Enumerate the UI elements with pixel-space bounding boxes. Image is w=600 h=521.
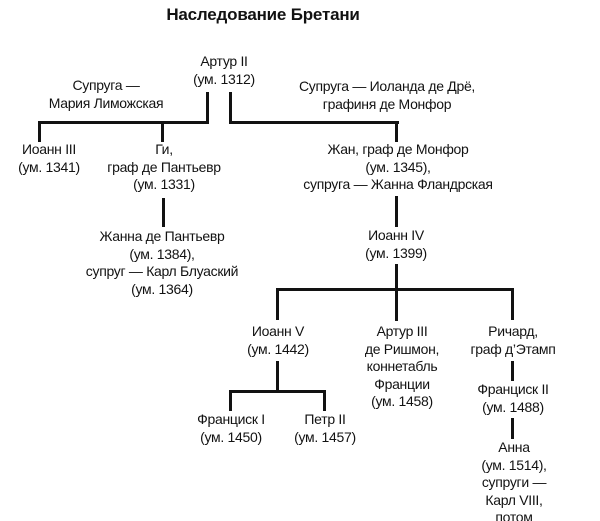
diagram-title: Наследование Бретани [166,5,360,24]
connector-richard-to-francis2 [511,361,514,381]
node-anna-of-brittany: Анна (ум. 1514), супруги — Карл VIII, по… [481,439,547,521]
node-francis-ii: Франциск II (ум. 1488) [477,381,549,415]
connector-drop-john3 [38,121,41,142]
node-arthur-iii-richemont: Артур III де Ришмон, коннетабль Франции … [364,323,440,409]
connector-john5-children-bar [229,390,326,393]
connector-john4-children-bar [276,288,514,291]
node-francis-i: Франциск I (ум. 1450) [197,411,265,445]
node-spouse-maria-limoges: Супруга — Мария Лиможская [48,77,164,111]
connector-drop-francis1 [229,390,232,411]
node-spouse-yolanda-dreux: Супруга — Иоланда де Дрё, графиня де Мон… [298,78,476,112]
connector-arthur2-second-marriage-riser [229,92,232,124]
connector-john4-to-children [395,264,398,321]
node-arthur-ii: Артур II (ум. 1312) [193,53,255,87]
connector-john5-to-children [276,361,279,393]
connector-drop-richard [511,288,514,320]
node-peter-ii: Петр II (ум. 1457) [294,411,356,445]
connector-guy-to-jeanne [162,198,165,227]
connector-francis2-to-anna [511,418,514,439]
connector-arthur2-first-marriage-riser [206,92,209,124]
connector-jean-to-john4 [395,196,398,227]
node-john-v: Иоанн V (ум. 1442) [247,323,309,357]
node-john-iii: Иоанн III (ум. 1341) [18,141,80,175]
node-guy-penthievre: Ги, граф де Пантьевр (ум. 1331) [107,141,221,192]
node-john-iv: Иоанн IV (ум. 1399) [365,227,427,261]
node-richard-etampes: Ричард, граф д’Этамп [470,323,556,357]
connector-second-marriage-bar [229,121,399,124]
node-jean-montfort: Жан, граф де Монфор (ум. 1345), супруга … [303,141,493,192]
connector-drop-john5 [276,288,279,320]
connector-first-marriage-bar [38,121,209,124]
node-jeanne-penthievre: Жанна де Пантьевр (ум. 1384), супруг — К… [85,228,239,297]
connector-drop-peter2 [323,390,326,411]
connector-drop-jean-montfort [395,121,398,142]
connector-drop-guy [161,121,164,142]
